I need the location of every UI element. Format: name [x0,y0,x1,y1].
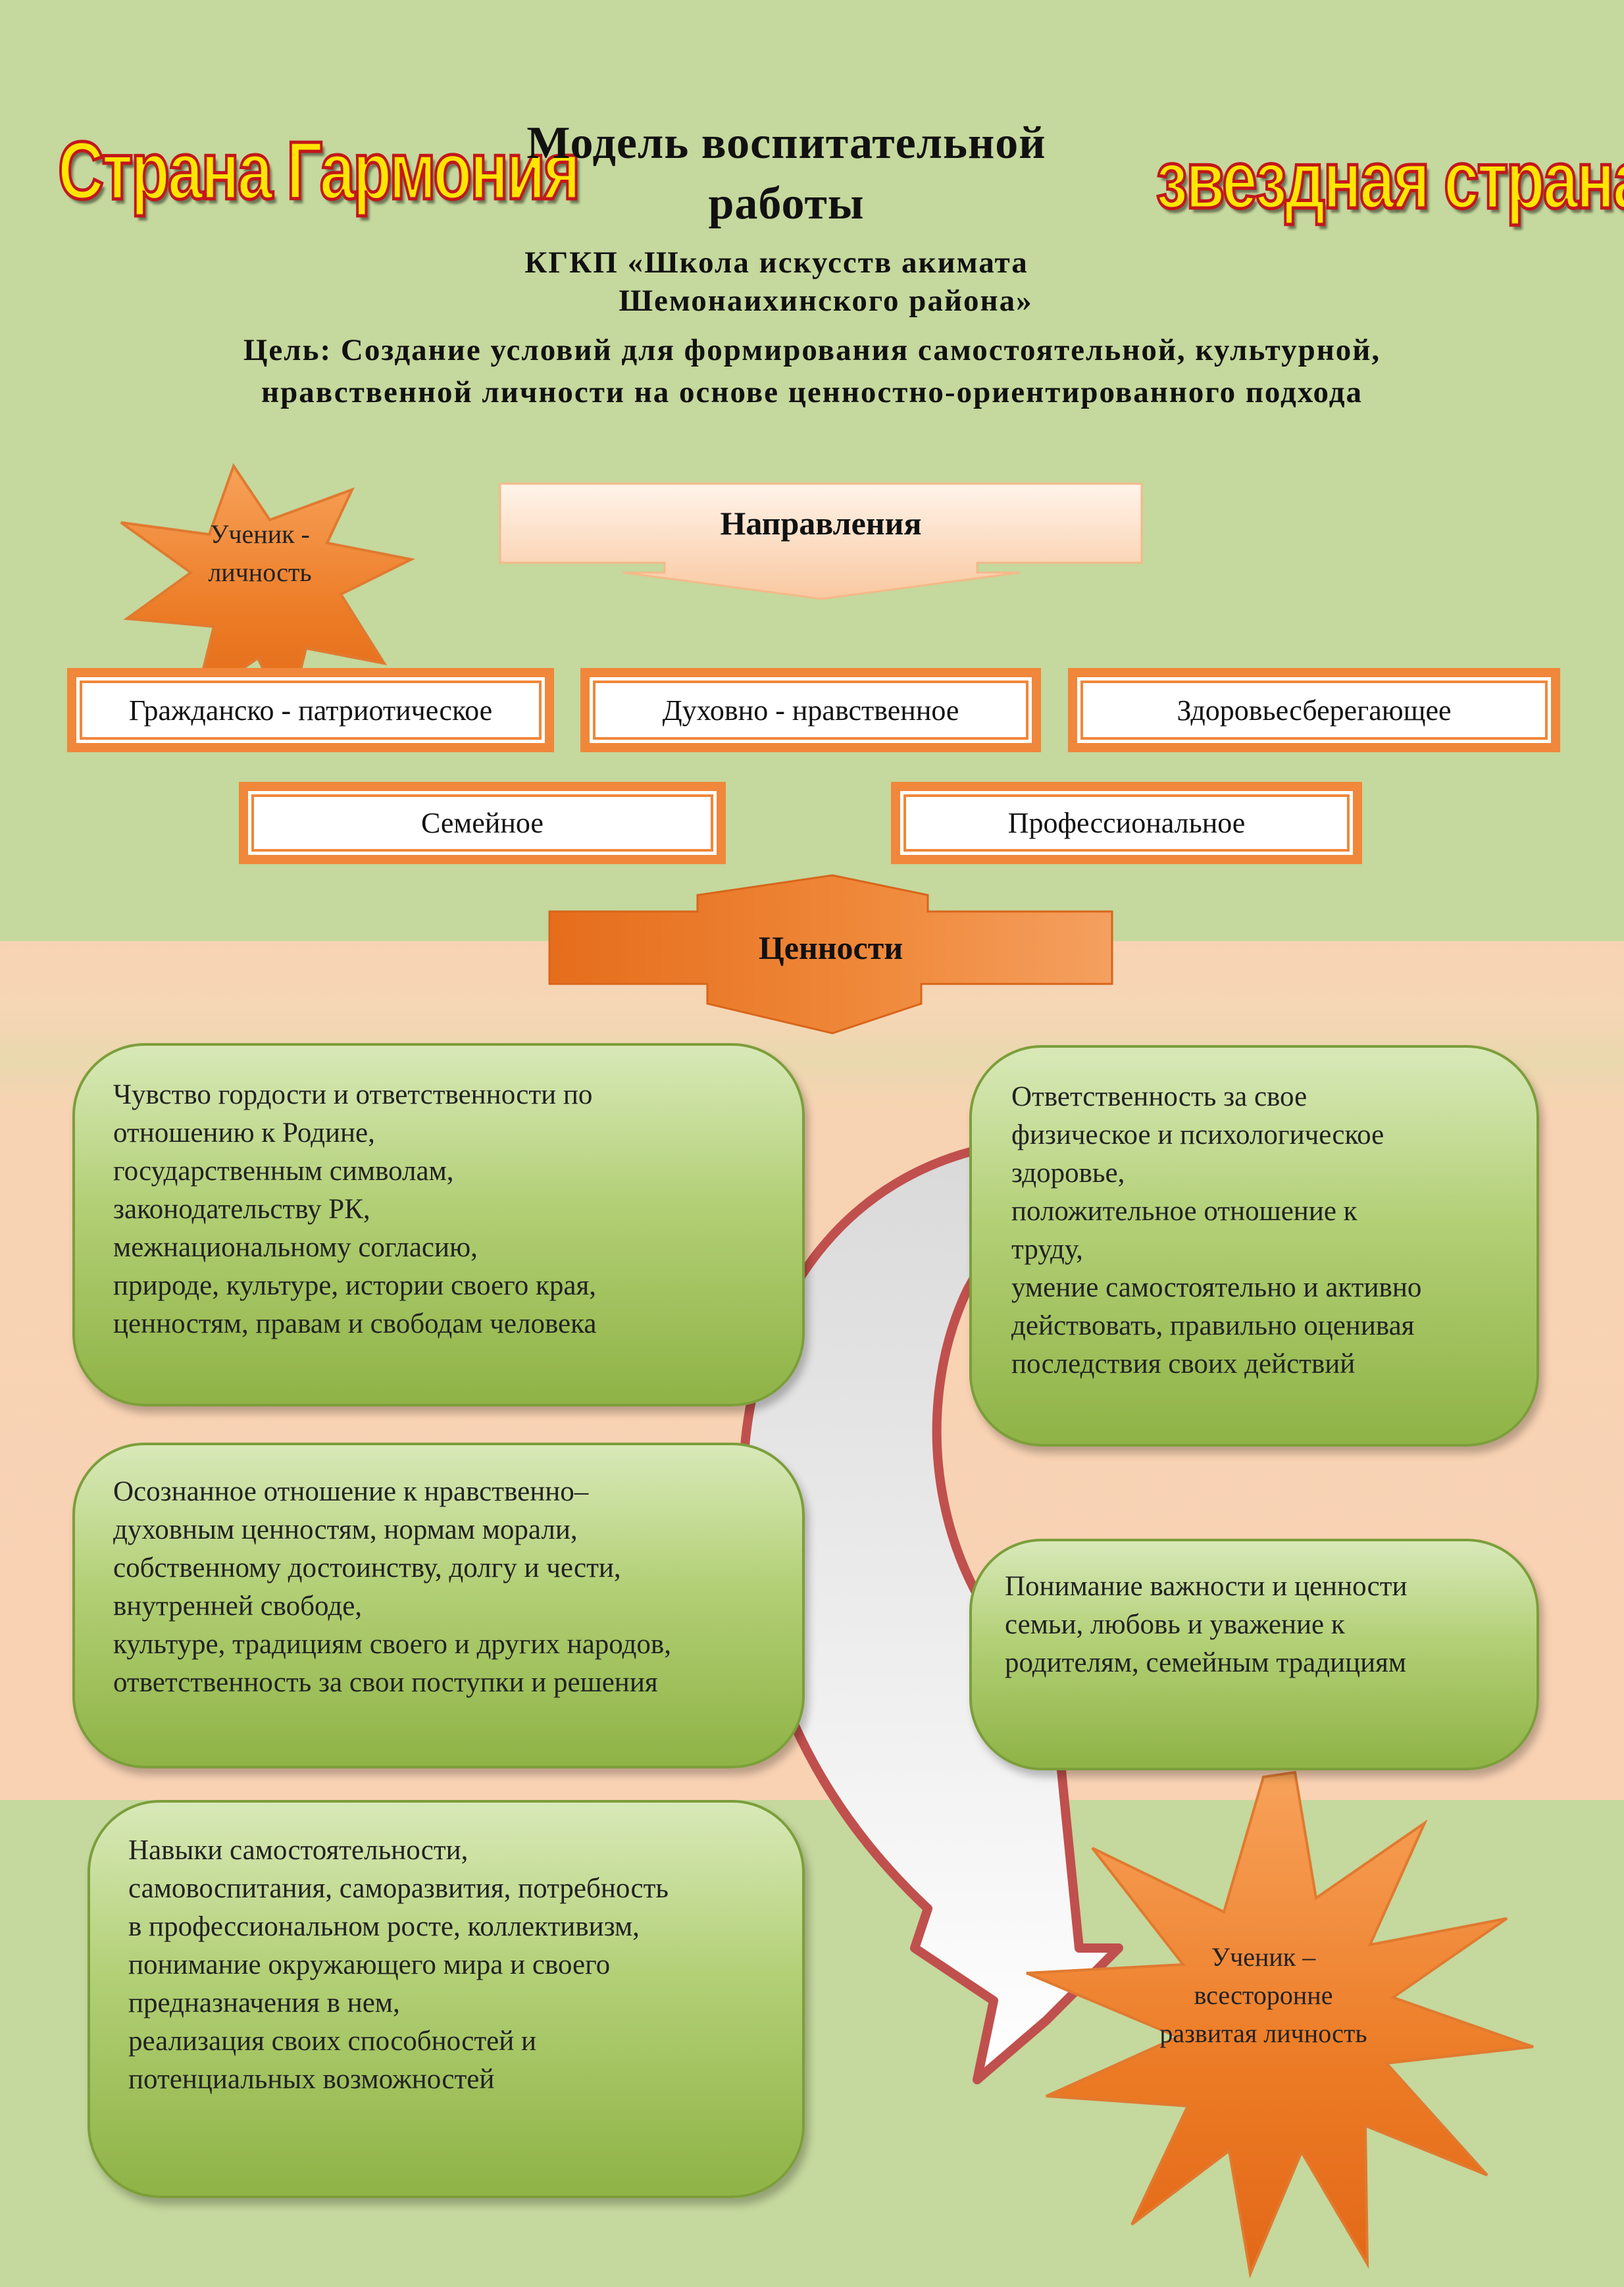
value-box-health: Ответственность за свое физическое и пси… [969,1045,1539,1447]
value-box-family: Понимание важности и ценности семьи, люб… [969,1539,1539,1770]
school-name: КГКП «Школа искусств акимата Шемонаихинс… [395,244,1178,320]
value-line: межнациональному согласию, [113,1232,478,1263]
goal-line-2: нравственной личности на основе ценностн… [261,375,1363,409]
value-box-spiritual: Осознанное отношение к нравственно– духо… [72,1443,805,1768]
directions-header: Направления [720,505,922,542]
value-line: семьи, любовь и уважение к [1005,1609,1345,1640]
bottom-star-line-1: Ученик – [1211,1942,1316,1972]
value-line: потенциальных возможностей [128,2064,495,2095]
value-line: положительное отношение к [1011,1196,1358,1227]
value-line: понимание окружающего мира и своего [128,1949,611,1980]
value-line: последствия своих действий [1011,1349,1356,1379]
value-line: ответственность за свои поступки и решен… [113,1667,658,1698]
value-line: природе, культуре, истории своего края, [113,1270,597,1301]
value-line: в профессиональном росте, коллективизм, [128,1911,640,1942]
direction-professional: Профессиональное [891,782,1362,864]
page-title-line-1: Модель воспитательной [526,118,1046,168]
logo-left: Страна Гармония [57,126,582,217]
value-line: Осознанное отношение к нравственно– [113,1476,589,1507]
bottom-star-shape [1026,1770,1534,2279]
goal-line-1: Цель: Создание условий для формирования … [243,333,1381,367]
page-title: Модель воспитательной работы [395,113,1178,234]
value-box-professional: Навыки самостоятельности, самовоспитания… [88,1800,805,2198]
values-header: Ценности [758,929,903,966]
value-line: законодательству РК, [113,1194,370,1225]
value-line: родителям, семейным традициям [1005,1647,1407,1678]
value-line: Навыки самостоятельности, [128,1835,469,1866]
directions-header-shape [499,482,1143,600]
top-star-label: Ученик - личность [168,515,352,592]
value-line: Понимание важности и ценности [1005,1571,1408,1602]
value-line: Ответственность за свое [1011,1081,1307,1112]
value-line: труду, [1011,1234,1083,1265]
school-name-line-1: КГКП «Школа искусств акимата [524,245,1028,280]
value-box-civic: Чувство гордости и ответственности по от… [72,1043,805,1406]
value-line: духовным ценностям, нормам морали, [113,1514,578,1545]
logo-right: звездная страна [1155,135,1624,226]
page-title-line-2: работы [708,178,865,229]
top-star-line-2: личность [208,557,312,587]
value-line: Чувство гордости и ответственности по [113,1079,593,1110]
value-line: собственному достоинству, долгу и чести, [113,1553,621,1583]
value-line: здоровье, [1011,1158,1125,1189]
value-line: внутренней свободе, [113,1591,363,1622]
bottom-star-label: Ученик – всесторонне развитая личность [1112,1938,1415,2053]
bottom-star-line-2: всесторонне [1194,1980,1333,2010]
bottom-star-line-3: развитая личность [1159,2018,1367,2048]
value-line: реализация своих способностей и [128,2026,536,2057]
direction-civic-patriotic: Гражданско - патриотическое [67,668,554,752]
direction-family: Семейное [239,782,726,864]
direction-spiritual-moral: Духовно - нравственное [580,668,1041,752]
direction-health: Здоровьесберегающее [1068,668,1560,752]
value-line: отношению к Родине, [113,1118,375,1148]
value-line: предназначения в нем, [128,1988,400,2018]
value-line: государственным символам, [113,1156,454,1187]
value-line: культуре, традициям своего и других наро… [113,1629,671,1660]
value-line: умение самостоятельно и активно [1011,1272,1422,1303]
value-line: действовать, правильно оценивая [1011,1310,1415,1341]
value-line: самовоспитания, саморазвития, потребност… [128,1873,669,1904]
value-line: ценностям, правам и свободам человека [113,1308,597,1339]
value-line: физическое и психологическое [1011,1119,1384,1150]
values-header-shape [548,874,1113,1035]
goal-text: Цель: Создание условий для формирования … [0,329,1624,413]
top-star-line-1: Ученик - [210,519,310,549]
school-name-line-2: Шемонаихинского района» [619,284,1033,318]
